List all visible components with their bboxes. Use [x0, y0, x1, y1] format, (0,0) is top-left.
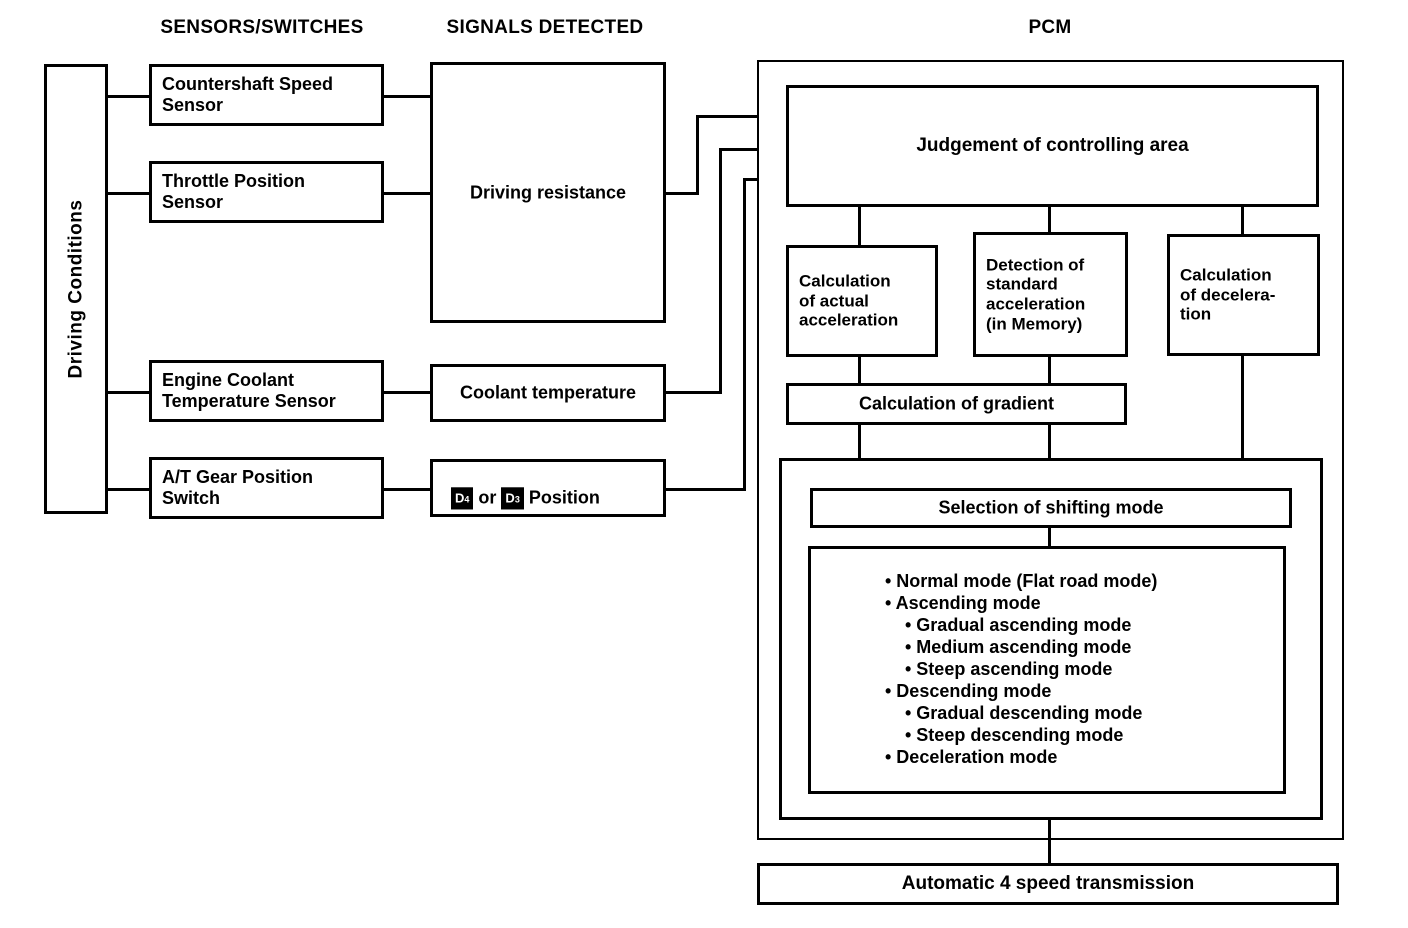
mode-item: • Steep descending mode	[905, 724, 1124, 745]
pcm-label-detection-standard-acceleration: Detection of standard acceleration (in M…	[986, 255, 1086, 334]
connector-judgement-to-detect-standard	[1048, 207, 1051, 245]
signal-box-gear-position: D4 or D3 Position	[430, 459, 666, 517]
connector-gradient-to-selection-left	[858, 425, 861, 488]
sensor-label-countershaft-speed: Countershaft Speed Sensor	[162, 73, 334, 115]
pcm-label-calculation-of-deceleration: Calculation of decelera- tion	[1180, 265, 1276, 324]
driving-conditions-panel: Driving Conditions	[44, 64, 108, 514]
connector-dc-to-throttle	[108, 192, 150, 195]
connector-gp-seg-h1	[666, 488, 746, 491]
sensor-box-throttle-position: Throttle Position Sensor	[149, 161, 384, 223]
driving-conditions-label: Driving Conditions	[65, 199, 86, 379]
mode-item: • Medium ascending mode	[905, 637, 1132, 658]
pcm-box-calculation-of-deceleration: Calculation of decelera- tion	[1167, 234, 1320, 356]
mode-item: • Deceleration mode	[885, 746, 1058, 767]
header-signals-detected: SIGNALS DETECTED	[446, 17, 644, 38]
connector-calc-decel-to-selection	[1241, 356, 1244, 488]
connector-gp-seg-v1	[743, 178, 746, 491]
connector-dr-seg-h2	[696, 115, 788, 118]
connector-selection-to-modes-list	[1048, 528, 1051, 546]
connector-judgement-to-calc-actual	[858, 207, 861, 245]
signal-label-coolant-temperature: Coolant temperature	[459, 382, 637, 403]
sensor-box-engine-coolant-temperature: Engine Coolant Temperature Sensor	[149, 360, 384, 422]
connector-countershaft-to-driving-resistance	[384, 95, 432, 98]
shifting-modes-list: • Normal mode (Flat road mode) • Ascendi…	[811, 571, 1283, 769]
gear-position-suffix: Position	[523, 487, 600, 508]
pcm-label-selection-of-shifting-mode: Selection of shifting mode	[938, 497, 1164, 518]
connector-calc-actual-to-gradient	[858, 357, 861, 383]
connector-judgement-to-calc-decel	[1241, 207, 1244, 245]
sensor-label-throttle-position: Throttle Position Sensor	[162, 170, 305, 212]
sensor-box-at-gear-position-switch: A/T Gear Position Switch	[149, 457, 384, 519]
connector-ct-seg-h2	[719, 148, 788, 151]
gear-d3-icon: D3	[501, 487, 524, 510]
mode-item: • Normal mode (Flat road mode)	[885, 571, 1158, 592]
connector-dr-seg-h1	[666, 192, 699, 195]
pcm-label-judgement: Judgement of controlling area	[916, 134, 1189, 156]
pcm-box-shifting-modes-list: • Normal mode (Flat road mode) • Ascendi…	[808, 546, 1286, 794]
pcm-label-calculation-of-gradient: Calculation of gradient	[858, 393, 1054, 414]
mode-item: • Gradual descending mode	[905, 702, 1143, 723]
connector-pcm-to-transmission	[1048, 818, 1051, 868]
connector-detect-standard-to-gradient	[1048, 357, 1051, 383]
connector-dr-seg-v1	[696, 115, 699, 195]
mode-item: • Ascending mode	[885, 593, 1041, 614]
signal-label-driving-resistance: Driving resistance	[469, 181, 627, 202]
header-pcm: PCM	[1028, 17, 1072, 38]
pcm-box-selection-of-shifting-mode: Selection of shifting mode	[810, 488, 1292, 528]
pcm-box-calculation-of-actual-acceleration: Calculation of actual acceleration	[786, 245, 938, 357]
signal-box-driving-resistance: Driving resistance	[430, 62, 666, 323]
connector-ct-seg-h1	[666, 391, 722, 394]
connector-gear-switch-to-gear-signal	[384, 488, 432, 491]
output-label-automatic-transmission: Automatic 4 speed transmission	[901, 872, 1195, 894]
output-box-automatic-4-speed-transmission: Automatic 4 speed transmission	[757, 863, 1339, 905]
sensor-box-countershaft-speed: Countershaft Speed Sensor	[149, 64, 384, 126]
gear-d4-icon: D4	[451, 487, 474, 510]
connector-gradient-to-selection-right	[1048, 425, 1051, 488]
sensor-label-at-gear-position-switch: A/T Gear Position Switch	[162, 466, 314, 508]
connector-coolant-sensor-to-coolant-signal	[384, 391, 432, 394]
mode-item: • Gradual ascending mode	[905, 615, 1132, 636]
pcm-box-detection-of-standard-acceleration: Detection of standard acceleration (in M…	[973, 232, 1128, 357]
signal-label-gear-position: D4 or D3 Position	[451, 466, 657, 510]
connector-dc-to-countershaft	[108, 95, 150, 98]
mode-item: • Steep ascending mode	[905, 659, 1113, 680]
connector-dc-to-gear-switch	[108, 488, 150, 491]
sensor-label-engine-coolant-temperature: Engine Coolant Temperature Sensor	[162, 369, 336, 411]
connector-throttle-to-driving-resistance	[384, 192, 432, 195]
signal-box-coolant-temperature: Coolant temperature	[430, 364, 666, 422]
pcm-box-calculation-of-gradient: Calculation of gradient	[786, 383, 1127, 425]
pcm-box-judgement-of-controlling-area: Judgement of controlling area	[786, 85, 1319, 207]
header-sensors-switches: SENSORS/SWITCHES	[160, 17, 364, 38]
gear-separator-text: or	[473, 487, 502, 508]
pcm-label-calc-actual-acceleration: Calculation of actual acceleration	[799, 271, 899, 330]
connector-ct-seg-v1	[719, 148, 722, 394]
mode-item: • Descending mode	[885, 680, 1052, 701]
connector-dc-to-coolant-sensor	[108, 391, 150, 394]
